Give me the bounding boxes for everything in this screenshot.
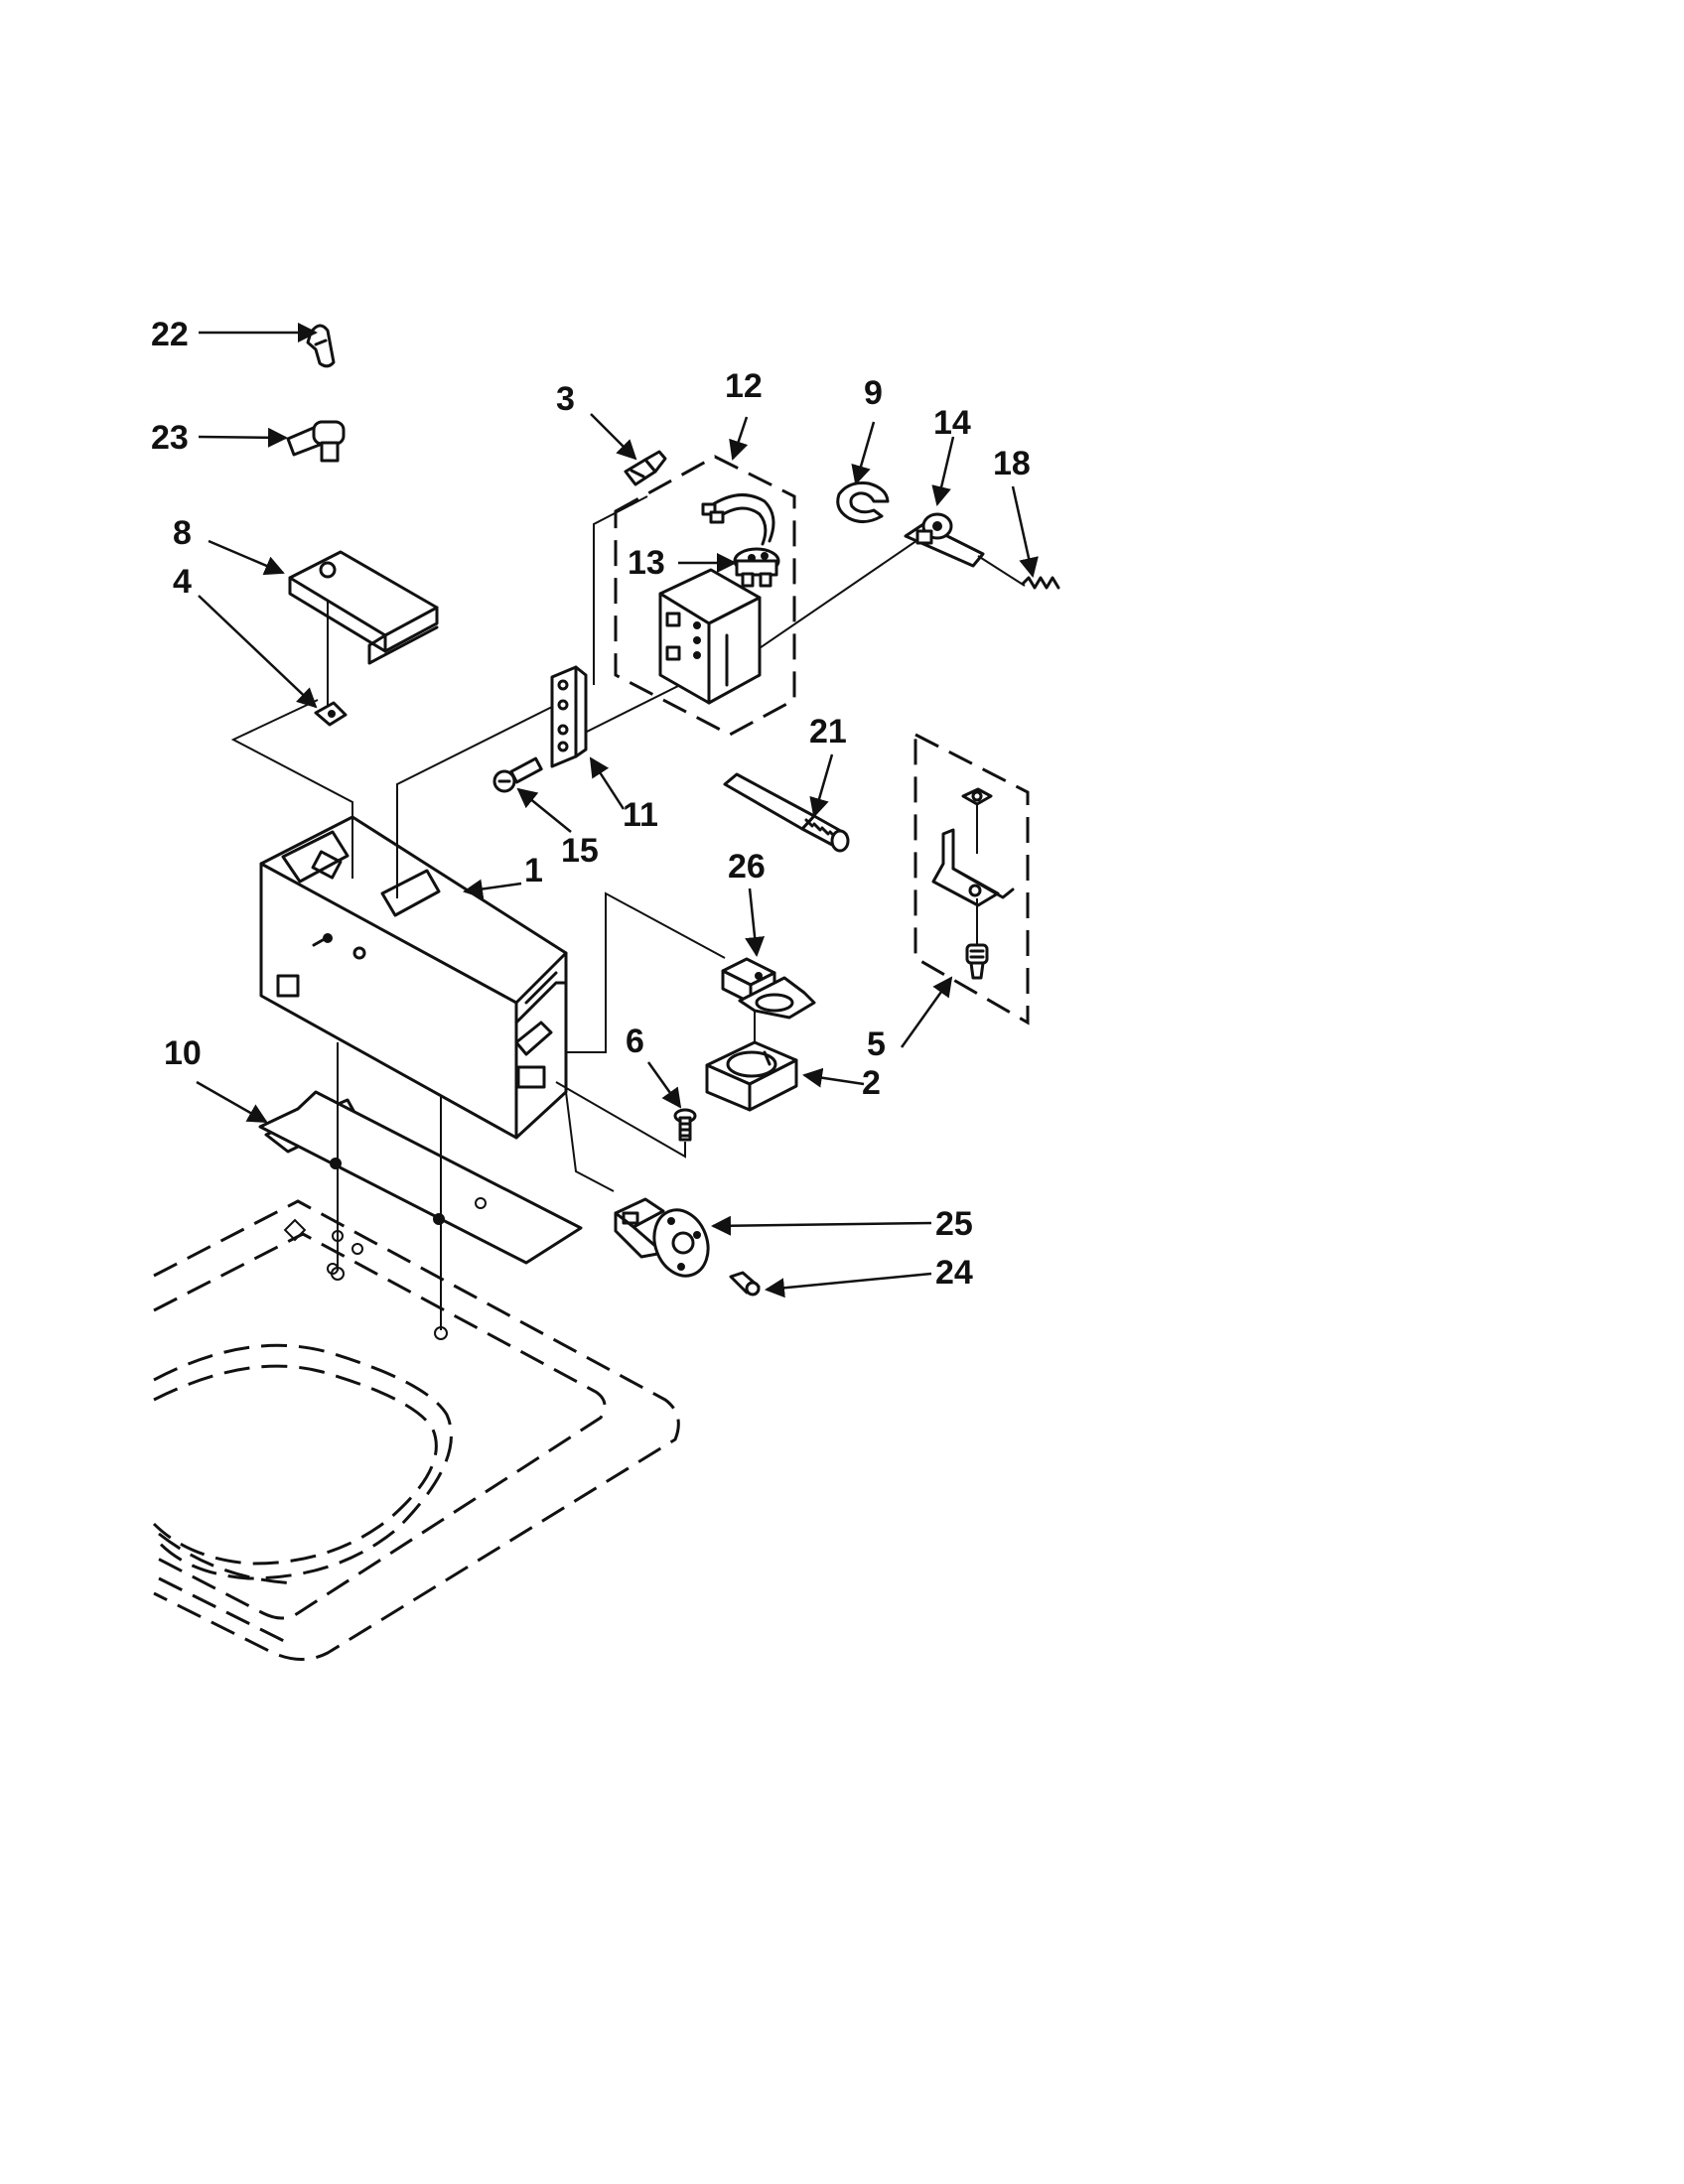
bracket-part-26 — [721, 957, 816, 1020]
callout-26: 26 — [728, 848, 766, 886]
bracket-group-part-5 — [913, 732, 1030, 1025]
callout-12: 12 — [725, 367, 763, 405]
callout-23: 23 — [151, 419, 189, 457]
spring-part-18 — [977, 555, 1060, 590]
rod-part-21 — [723, 772, 850, 853]
console-housing-part-1 — [259, 815, 568, 1140]
callout-22: 22 — [151, 316, 189, 353]
cover-part-8 — [288, 550, 439, 665]
callout-1: 1 — [524, 852, 543, 889]
screw-part-3 — [624, 450, 667, 486]
cup-part-2 — [705, 1040, 798, 1112]
callout-18: 18 — [993, 445, 1031, 482]
callout-25: 25 — [935, 1205, 973, 1243]
switch-block-part-12 — [658, 568, 762, 705]
callout-15: 15 — [561, 832, 599, 870]
callout-leaders — [196, 323, 1039, 1298]
clip-part-4 — [314, 701, 348, 727]
callout-8: 8 — [173, 514, 192, 552]
callout-4: 4 — [173, 563, 192, 601]
callout-14: 14 — [933, 404, 971, 442]
wire-harness — [701, 493, 775, 546]
plug-part-24 — [729, 1271, 761, 1297]
washer-top-outline — [152, 1199, 680, 1661]
callout-9: 9 — [864, 374, 883, 412]
bracket-part-11 — [550, 665, 588, 768]
actuator-part-14 — [904, 512, 985, 568]
callout-6: 6 — [626, 1023, 644, 1060]
screw-part-6 — [673, 1108, 697, 1142]
callout-21: 21 — [809, 713, 847, 751]
callout-5: 5 — [867, 1025, 886, 1063]
thermistor-part-13 — [733, 547, 780, 588]
callout-13: 13 — [628, 544, 665, 582]
callout-labels: 22 23 8 4 3 12 9 14 18 13 11 15 1 21 26 … — [151, 316, 1031, 1292]
mounting-lines — [331, 1042, 448, 1340]
callout-24: 24 — [935, 1254, 973, 1292]
clip-part-9 — [836, 481, 890, 523]
holder-part-25 — [614, 1197, 710, 1278]
screw-part-15 — [492, 756, 543, 793]
callout-2: 2 — [862, 1064, 881, 1102]
callout-10: 10 — [164, 1034, 202, 1072]
dashed-group-part-12 — [614, 455, 796, 737]
callout-3: 3 — [556, 380, 575, 418]
callout-11: 11 — [623, 796, 658, 834]
stud-part-23 — [286, 420, 346, 463]
